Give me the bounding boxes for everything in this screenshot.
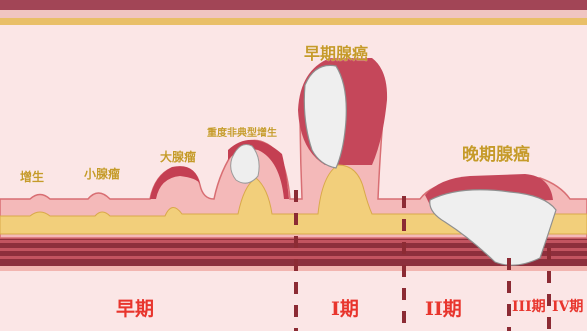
- top-border-light: [0, 10, 587, 18]
- stage-early: 早期: [116, 294, 154, 321]
- stage-2: II期: [425, 294, 462, 321]
- stage-3: III期: [512, 296, 546, 316]
- stage-4: IV期: [552, 296, 583, 316]
- label-hyperplasia: 增生: [20, 168, 44, 185]
- label-large-adenoma: 大腺瘤: [160, 148, 196, 165]
- top-border-yellow: [0, 18, 587, 25]
- stage-1: I期: [331, 294, 359, 321]
- label-small-adenoma: 小腺瘤: [84, 165, 120, 182]
- top-border-dark: [0, 0, 587, 10]
- label-early-adenocarcinoma: 早期腺癌: [304, 40, 368, 64]
- label-severe-atypical-hyperplasia: 重度非典型增生: [207, 124, 277, 139]
- label-late-adenocarcinoma: 晚期腺癌: [462, 140, 530, 165]
